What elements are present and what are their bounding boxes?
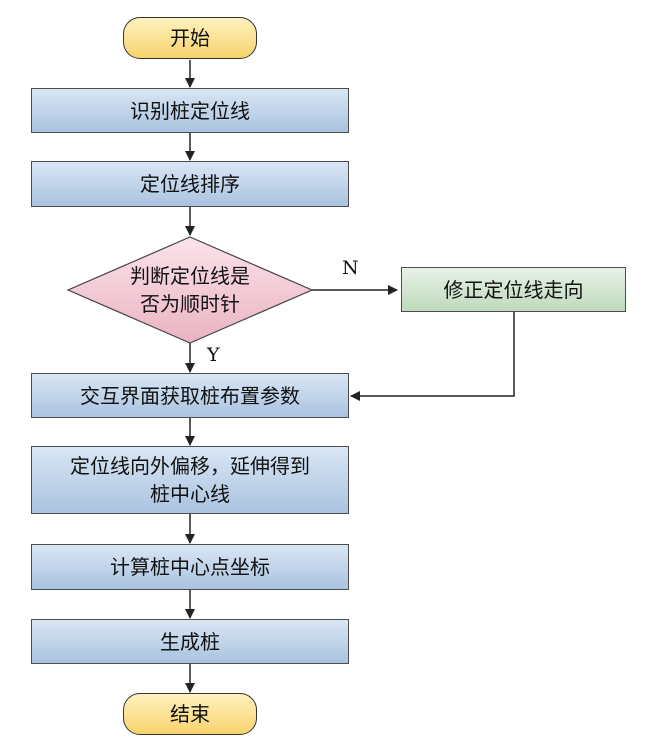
yes-label: Y <box>207 344 220 366</box>
end-terminal: 结束 <box>123 693 257 735</box>
sort-step: 定位线排序 <box>31 161 349 207</box>
no-label: N <box>342 257 359 279</box>
decision-text-line2: 否为顺时针 <box>140 292 240 316</box>
offset-step-line1: 定位线向外偏移，延伸得到 <box>70 454 310 478</box>
interact-step: 交互界面获取桩布置参数 <box>31 373 349 418</box>
decision-text-line1: 判断定位线是 <box>130 264 250 288</box>
start-terminal: 开始 <box>123 17 257 59</box>
offset-step-line2: 桩中心线 <box>150 482 230 506</box>
decision-diamond <box>66 236 314 344</box>
offset-step: 定位线向外偏移，延伸得到 桩中心线 <box>31 446 349 514</box>
decision-text: 判断定位线是 否为顺时针 <box>100 262 280 318</box>
arrow-fix-interact <box>350 311 515 401</box>
compute-step: 计算桩中心点坐标 <box>31 544 349 590</box>
identify-step: 识别桩定位线 <box>31 88 349 133</box>
fix-direction-step: 修正定位线走向 <box>401 267 626 312</box>
generate-step: 生成桩 <box>31 619 349 664</box>
